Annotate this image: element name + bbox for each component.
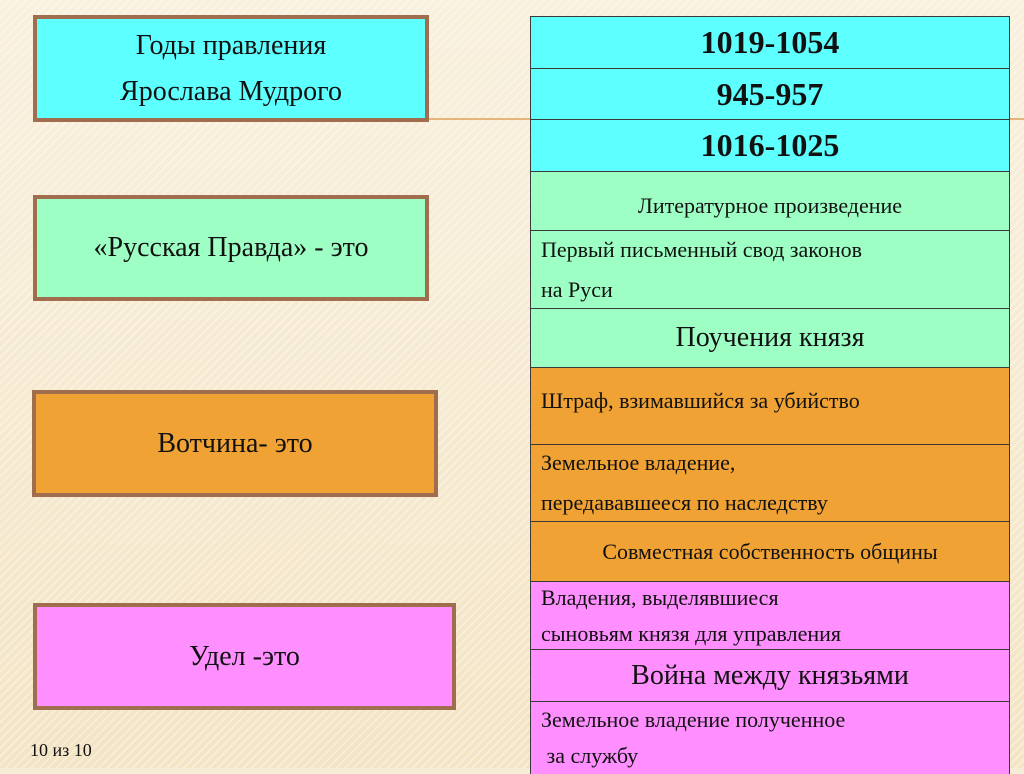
answer-text-line-2: сыновьям князя для управления	[541, 620, 842, 646]
question-text: «Русская Правда» - это	[93, 232, 369, 263]
answer-text: Штраф, взимавшийся за убийство	[541, 388, 860, 413]
answer-text-line-1: Земельное владение,	[541, 450, 736, 475]
answer-cell[interactable]: 1019-1054	[531, 17, 1009, 69]
answer-text-line-1: Земельное владение полученное	[541, 707, 846, 732]
page-counter: 10 из 10	[30, 740, 92, 760]
answer-cell[interactable]: Первый письменный свод законов на Руси	[531, 231, 1009, 309]
answer-cell[interactable]: Штраф, взимавшийся за убийство	[531, 368, 1009, 445]
answer-cell[interactable]: 945-957	[531, 69, 1009, 120]
answer-text: Поучения князя	[675, 322, 865, 353]
question-box-udel: Удел -это	[33, 603, 456, 710]
question-text-line-2: Ярослава Мудрого	[120, 75, 342, 107]
answer-cell[interactable]: Поучения князя	[531, 309, 1009, 368]
answer-cell[interactable]: Совместная собственность общины	[531, 522, 1009, 582]
question-box-russkaya-pravda: «Русская Правда» - это	[33, 195, 429, 301]
answer-text: Литературное произведение	[637, 193, 903, 218]
answer-cell[interactable]: Земельное владение полученное за службу	[531, 702, 1009, 774]
answer-cell[interactable]: Земельное владение, передававшееся по на…	[531, 445, 1009, 522]
answer-text-line-2: передававшееся по наследству	[541, 490, 828, 515]
answer-text-line-2: за службу	[541, 743, 639, 768]
question-text: Удел -это	[189, 640, 300, 672]
answer-cell[interactable]: Война между князьями	[531, 650, 1009, 702]
answer-text: 1019-1054	[700, 24, 840, 60]
answer-text-line-1: Первый письменный свод законов	[541, 236, 862, 262]
answers-table: 1019-1054 945-957 1016-1025 Литературное…	[530, 16, 1010, 774]
question-box-votchina: Вотчина- это	[32, 390, 438, 497]
question-box-reign-years: Годы правления Ярослава Мудрого	[33, 15, 429, 122]
question-text-line-1: Годы правления	[135, 29, 327, 61]
answer-text: 1016-1025	[700, 127, 840, 163]
answer-text: Война между князьями	[631, 659, 909, 691]
answer-cell[interactable]: Литературное произведение	[531, 172, 1009, 231]
answer-cell[interactable]: 1016-1025	[531, 120, 1009, 172]
answer-text: 945-957	[716, 75, 824, 112]
answer-text-line-1: Владения, выделявшиеся	[541, 584, 779, 610]
question-text: Вотчина- это	[157, 427, 313, 459]
answer-cell[interactable]: Владения, выделявшиеся сыновьям князя дл…	[531, 582, 1009, 650]
answer-text: Совместная собственность общины	[602, 538, 938, 564]
answer-text-line-2: на Руси	[541, 276, 613, 302]
